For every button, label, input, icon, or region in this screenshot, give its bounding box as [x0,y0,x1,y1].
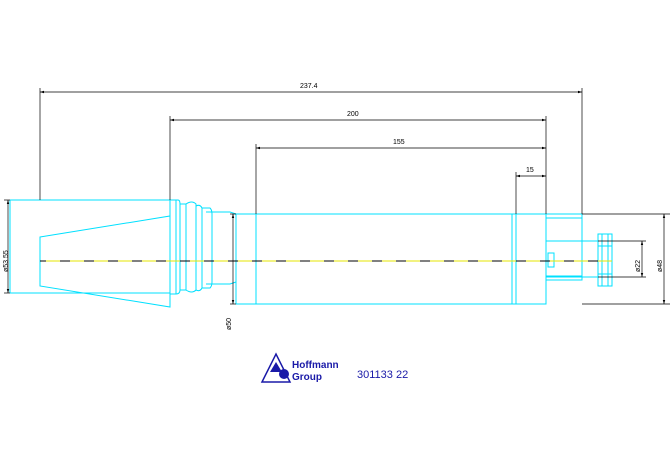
part-number: 301133 22 [357,369,408,381]
taper-shank [39,215,171,308]
part-outline [9,199,613,308]
flange-groove [170,199,237,295]
shank-body [235,213,257,305]
main-body [255,213,517,305]
dim-length-15: 15 [526,167,534,174]
logo-line2: Group [292,372,322,383]
front-section [545,213,583,281]
dim-dia-taper: ø53.55 [3,250,10,272]
clamp-nut [597,233,613,287]
dimension-lines [4,88,670,305]
dim-overall-length: 237.4 [300,83,318,90]
hoffmann-group-logo: Hoffmann Group [260,352,339,383]
logo-line1: Hoffmann [292,360,339,371]
dim-dia-bore: ø22 [635,260,642,272]
dim-length-155: 155 [393,139,405,146]
dim-length-200: 200 [347,111,359,118]
dim-dia-shank: ø50 [226,318,233,330]
dim-dia-flange: ø48 [657,260,664,272]
